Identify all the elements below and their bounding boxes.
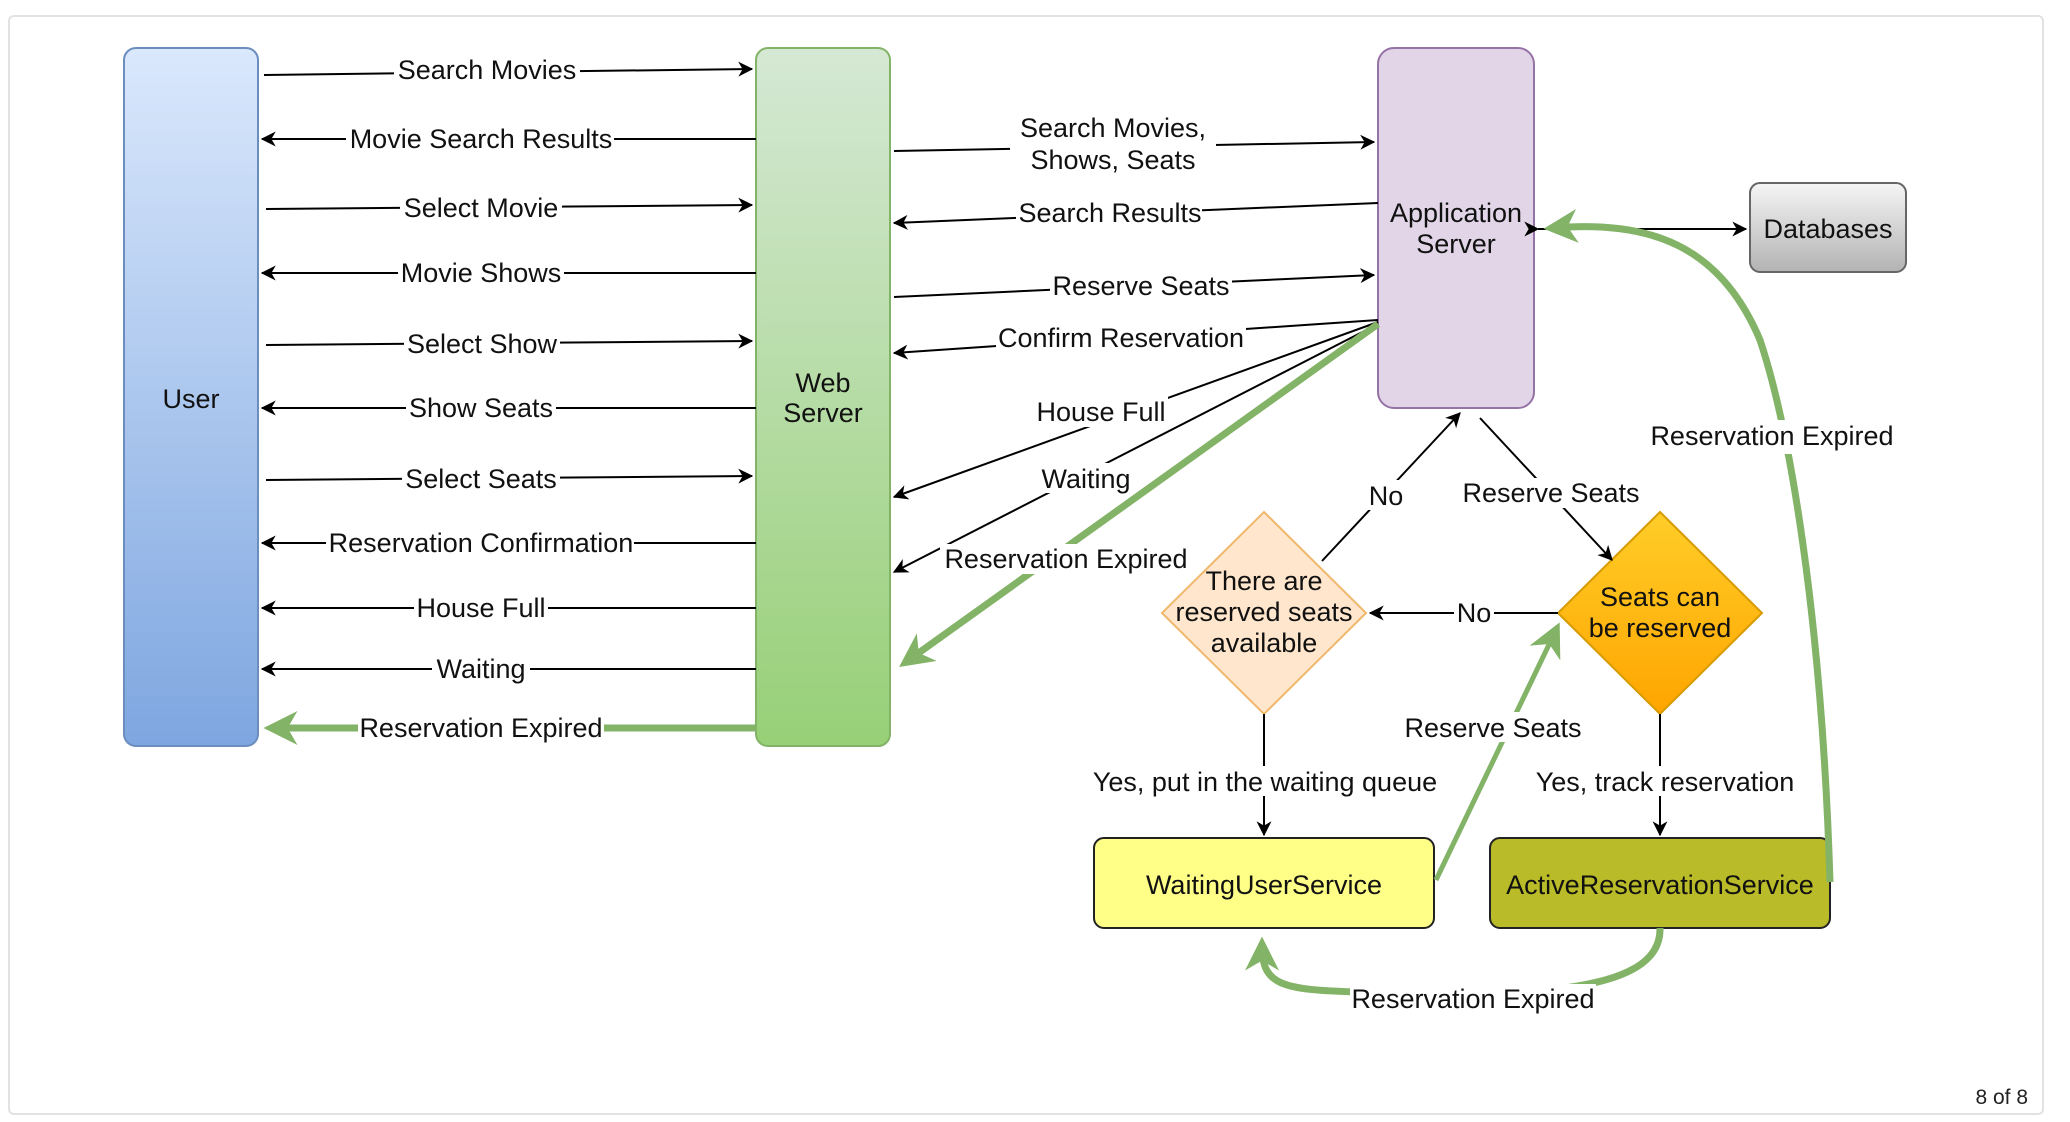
label-confirm-reservation: Confirm Reservation [998,323,1244,353]
label-select-seats: Select Seats [405,464,557,494]
page-indicator: 8 of 8 [1975,1086,2028,1109]
label-house-full: House Full [416,593,545,623]
label-reservation-expired-ws: Reservation Expired [944,544,1187,574]
label-yes-track-reservation: Yes, track reservation [1536,767,1795,797]
arrow-reservation-expired-ws [899,321,1381,667]
reserved-available-line1: There are [1205,566,1322,596]
label-no-to-reserved: No [1457,598,1492,628]
arrow-active-to-app [1543,208,1834,883]
label-waiting: Waiting [436,654,525,684]
label-search-results: Search Results [1018,198,1201,228]
application-server-node [1377,47,1535,409]
label-movie-shows: Movie Shows [401,258,562,288]
waiting-user-service-label: WaitingUserService [1146,870,1382,900]
arrow-waiting-ws [892,323,1379,573]
seats-can-line1: Seats can [1600,582,1720,612]
label-no-to-app: No [1369,481,1404,511]
label-movie-search-results: Movie Search Results [350,124,613,154]
label-reserve-seats-decision: Reserve Seats [1462,478,1639,508]
web-server-node [755,47,891,747]
label-ws-search-line1: Search Movies, [1020,113,1206,143]
label-house-full-ws: House Full [1036,397,1165,427]
label-reserve-seats-app: Reserve Seats [1052,271,1229,301]
label-select-show: Select Show [407,329,558,359]
reserved-available-line2: reserved seats [1175,597,1352,627]
user-node [123,47,259,747]
seats-can-line2: be reserved [1589,613,1732,643]
web-app-labels: Search Movies, Shows, Seats Search Resul… [940,106,1246,574]
reserved-available-line3: available [1211,628,1318,658]
user-web-arrows [260,61,756,677]
arrow-waiting-to-seats-can [1433,622,1561,882]
user-web-labels: Search Movies Movie Search Results Selec… [326,54,634,743]
label-reservation-expired-active: Reservation Expired [1650,421,1893,451]
databases-label: Databases [1763,214,1892,244]
label-reserve-seats-green: Reserve Seats [1404,713,1581,743]
label-waiting-ws: Waiting [1041,464,1130,494]
web-server-label-line1: Web [795,368,850,398]
label-search-movies: Search Movies [398,55,577,85]
label-reservation-expired-bottom: Reservation Expired [1351,984,1594,1014]
label-reservation-confirmation: Reservation Confirmation [329,528,634,558]
waiting-user-service-node [1093,837,1435,929]
label-show-seats: Show Seats [409,393,553,423]
user-label: User [162,384,219,414]
app-server-label-line2: Server [1416,229,1496,259]
label-ws-search-line2: Shows, Seats [1030,145,1195,175]
active-reservation-service-label: ActiveReservationService [1506,870,1814,900]
label-select-movie: Select Movie [404,193,559,223]
label-yes-waiting-queue: Yes, put in the waiting queue [1093,767,1437,797]
app-server-label-line1: Application [1390,198,1522,228]
decision-labels: Reserve Seats No No Yes, put in the wait… [1093,478,1796,797]
databases-node [1749,182,1907,273]
web-server-label-line2: Server [783,398,863,428]
label-reservation-expired-user: Reservation Expired [359,713,602,743]
